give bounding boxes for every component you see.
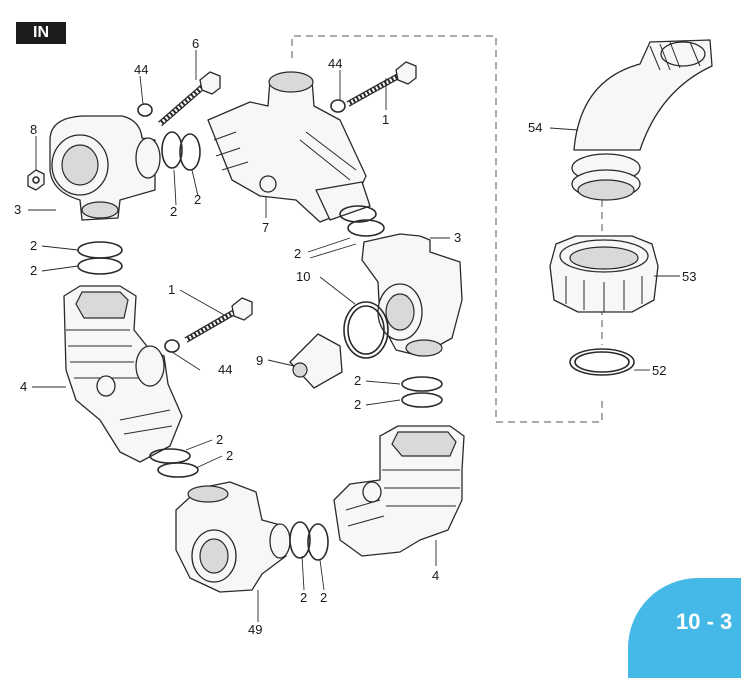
callout-9: 9 [256, 353, 263, 368]
part-2-oring [339, 205, 377, 223]
part-2-oring [289, 521, 311, 559]
part-2-oring [347, 219, 385, 237]
callout-2: 2 [354, 373, 361, 388]
callout-2: 2 [30, 263, 37, 278]
callout-3: 3 [14, 202, 21, 217]
part-2-oring [77, 257, 123, 275]
part-9-valve [289, 333, 343, 389]
leader-lines [28, 50, 680, 622]
callout-4: 4 [432, 568, 439, 583]
part-44-washer [137, 103, 153, 117]
callout-44: 44 [134, 62, 148, 77]
part-2-oring [401, 392, 443, 408]
callout-1: 1 [168, 282, 175, 297]
part-6-bolt [158, 71, 221, 127]
part-53-coupling-nut [549, 235, 659, 313]
part-49-manifold-bottom [175, 481, 291, 593]
callout-54: 54 [528, 120, 542, 135]
part-3-manifold-top-left [49, 115, 161, 221]
page-number: 10 - 3 [676, 609, 733, 634]
callout-6: 6 [192, 36, 199, 51]
part-8-nut [27, 169, 45, 191]
part-3-manifold-right [361, 233, 463, 357]
callout-7: 7 [262, 220, 269, 235]
part-2-oring [401, 376, 443, 392]
callout-2: 2 [294, 246, 301, 261]
inlet-badge: IN [16, 22, 66, 44]
callout-2: 2 [320, 590, 327, 605]
callout-2: 2 [216, 432, 223, 447]
part-2-oring [157, 462, 199, 478]
part-1-bolt [184, 297, 253, 343]
routing-dashed-line [291, 35, 603, 423]
callout-4: 4 [20, 379, 27, 394]
callout-labels: 8 3 44 6 2 2 7 44 1 2 3 10 9 2 2 2 2 1 4… [14, 36, 696, 637]
part-10-gasket-inner [347, 305, 385, 355]
callout-44: 44 [218, 362, 232, 377]
callout-49: 49 [248, 622, 262, 637]
part-44-washer [164, 339, 180, 353]
callout-44: 44 [328, 56, 342, 71]
callout-2: 2 [354, 397, 361, 412]
part-52-seal-inner [574, 351, 630, 373]
part-7-pump-body-upper [207, 71, 371, 223]
callout-8: 8 [30, 122, 37, 137]
part-52-seal [569, 348, 635, 376]
exploded-parts-diagram: 8 3 44 6 2 2 7 44 1 2 3 10 9 2 2 2 2 1 4… [14, 35, 713, 637]
callout-53: 53 [682, 269, 696, 284]
callout-2: 2 [226, 448, 233, 463]
callout-10: 10 [296, 269, 310, 284]
part-10-gasket [343, 301, 389, 359]
callout-2: 2 [170, 204, 177, 219]
part-2-oring [161, 131, 183, 169]
callout-2: 2 [300, 590, 307, 605]
part-2-oring [77, 241, 123, 259]
part-2-oring [307, 523, 329, 561]
callout-3: 3 [454, 230, 461, 245]
callout-2: 2 [30, 238, 37, 253]
callout-2: 2 [194, 192, 201, 207]
part-44-washer [330, 99, 346, 113]
callout-52: 52 [652, 363, 666, 378]
part-2-oring [179, 133, 201, 171]
part-4-pump-body-left [63, 285, 183, 463]
part-1-bolt [346, 61, 417, 107]
part-2-oring [149, 448, 191, 464]
part-4-pump-body-right [333, 425, 465, 557]
part-54-elbow-hose [571, 39, 713, 201]
callout-1: 1 [382, 112, 389, 127]
